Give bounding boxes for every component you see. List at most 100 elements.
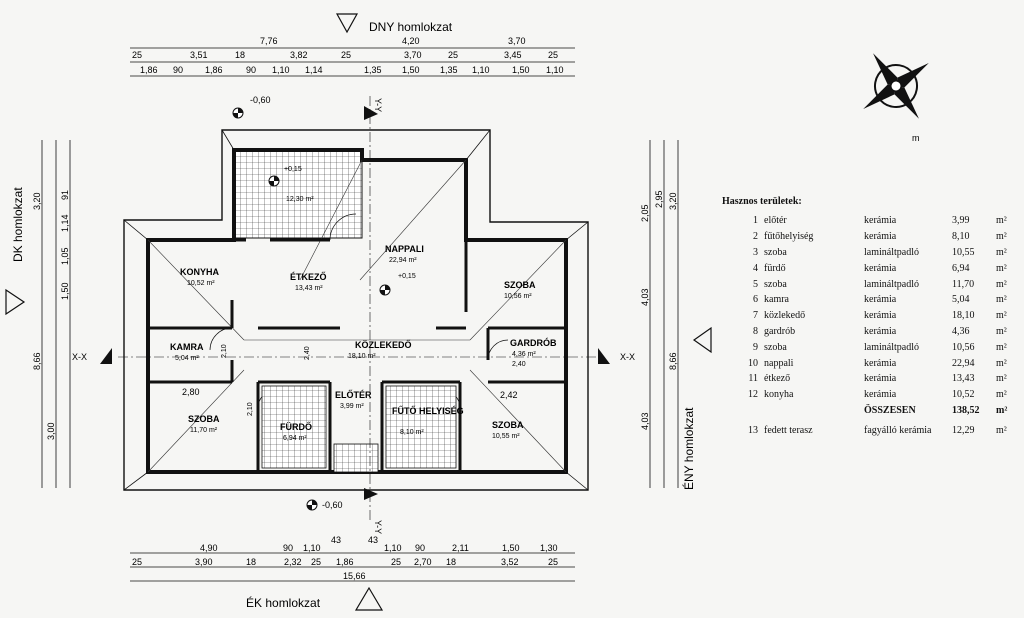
- dim-text: 1,86: [336, 557, 354, 567]
- dim-text: 4,03: [640, 412, 650, 430]
- dim-text: 3,20: [668, 192, 678, 210]
- level-text-top: -0,60: [250, 95, 271, 105]
- legend-name: fürdő: [764, 262, 786, 274]
- dim-text: 25: [311, 557, 321, 567]
- legend-material: kerámia: [864, 310, 897, 322]
- room-name-furdo: FÜRDŐ: [280, 421, 312, 432]
- terrace-tiles: [233, 149, 363, 239]
- legend-area: 10,56: [952, 341, 975, 353]
- dim-text: 25: [132, 557, 142, 567]
- door-swing: [329, 213, 357, 241]
- bottom-total-dim: 15,66: [343, 571, 366, 581]
- wall-dim-text: 2,10: [221, 344, 228, 358]
- section-axis-y: Y-Y Y-Y: [364, 96, 383, 534]
- left-dim-texts: 3,20 8,66 3,00 1,50 1,05 1,14 91: [32, 190, 70, 440]
- dim-text: 90: [246, 65, 256, 75]
- legend-unit: m²: [996, 341, 1007, 353]
- legend-material: kerámia: [864, 262, 897, 274]
- dim-text: 7,76: [260, 36, 278, 46]
- legend-unit: m²: [996, 310, 1007, 322]
- legend-unit: m²: [996, 231, 1007, 243]
- level-marker-nappali: [379, 284, 391, 296]
- legend-no: 1: [753, 215, 758, 227]
- compass-label: m: [912, 133, 920, 143]
- dim-text: 2,11: [452, 543, 469, 553]
- legend-name: fedett terasz: [764, 424, 813, 436]
- wall-dim-text: 2,10: [247, 402, 254, 416]
- dim-text: 18: [235, 50, 245, 60]
- room-name-konyha: KONYHA: [180, 267, 220, 277]
- legend-name: előtér: [764, 215, 787, 227]
- level-text-bottom: -0,60: [322, 500, 343, 510]
- dim-text: 1,05: [60, 247, 70, 265]
- room-area-kozlekedo: 18,10 m²: [348, 353, 376, 360]
- legend-name: nappali: [764, 357, 794, 369]
- legend-total-label: ÖSSZESEN: [864, 404, 916, 416]
- top-dim-row1: 7,76 4,20 3,70: [260, 36, 526, 46]
- legend-material: lamináltpadló: [864, 278, 919, 290]
- legend-no: 6: [753, 294, 758, 306]
- section-marker-top: [364, 106, 378, 120]
- dim-text: 3,82: [290, 50, 308, 60]
- dim-text: 1,10: [384, 543, 402, 553]
- room-level-terrace: +0,15: [284, 166, 302, 173]
- legend-no: 9: [753, 341, 758, 353]
- legend-name: konyha: [764, 389, 794, 401]
- dim-text: 3,70: [508, 36, 526, 46]
- legend-unit: m²: [996, 389, 1007, 401]
- dim-text: 1,30: [540, 543, 558, 553]
- legend-name: étkező: [764, 373, 791, 385]
- dim-text: 25: [132, 50, 142, 60]
- legend-area: 3,99: [952, 215, 970, 227]
- entrance-tiles: [333, 443, 379, 473]
- level-marker-bottom: -0,60: [306, 499, 343, 511]
- legend-name: szoba: [764, 278, 787, 290]
- legend-material: lamináltpadló: [864, 246, 919, 258]
- legend-unit: m²: [996, 373, 1007, 385]
- dim-text: 3,00: [46, 422, 56, 440]
- room-area-furdo: 6,94 m²: [283, 435, 307, 442]
- roof-lines: [147, 159, 567, 473]
- dim-text: 90: [283, 543, 293, 553]
- room-name-eloter: ELŐTÉR: [335, 389, 372, 400]
- legend-terrace-row: 13 fedett terasz fagyálló kerámia 12,29 …: [722, 422, 1022, 438]
- legend-area: 10,55: [952, 246, 975, 258]
- wall-dim-text: 2,40: [304, 346, 311, 360]
- dim-text: 3,52: [501, 557, 519, 567]
- dim-text: 3,70: [404, 50, 422, 60]
- legend-material: lamináltpadló: [864, 341, 919, 353]
- legend-unit: m²: [996, 357, 1007, 369]
- legend-name: szoba: [764, 246, 787, 258]
- facade-left-title: DK homlokzat: [5, 187, 26, 316]
- right-dim-texts: 3,20 8,66 4,03 4,03 2,95 2,05: [640, 190, 678, 430]
- legend-area: 5,04: [952, 294, 970, 306]
- facade-right-title: ÉNY homlokzat: [681, 326, 712, 490]
- wall-dim-text: 2,42: [500, 390, 518, 400]
- legend-material: kerámia: [864, 325, 897, 337]
- dim-text: 1,10: [472, 65, 490, 75]
- dim-text: 4,90: [200, 543, 218, 553]
- legend-no: 5: [753, 278, 758, 290]
- room-name-kamra: KAMRA: [170, 342, 204, 352]
- dim-text: 1,50: [60, 282, 70, 300]
- interior-walls: [148, 238, 566, 472]
- level-marker-top: -0,60: [232, 95, 271, 119]
- facade-bottom-title: ÉK homlokzat: [246, 586, 384, 611]
- dim-text: 2,70: [414, 557, 432, 567]
- section-marker-bottom: [364, 488, 378, 500]
- dim-text: 25: [391, 557, 401, 567]
- dim-text: 1,50: [402, 65, 420, 75]
- dim-text: 90: [415, 543, 425, 553]
- bottom-dim-row1: 4,90 90 1,10 43 43 1,10 90 2,11 1,50 1,3…: [200, 535, 558, 553]
- room-area-gardrob: 4,36 m²: [512, 351, 536, 358]
- dim-text: 1,35: [440, 65, 458, 75]
- dim-text: 3,45: [504, 50, 522, 60]
- dim-text: 43: [331, 535, 341, 545]
